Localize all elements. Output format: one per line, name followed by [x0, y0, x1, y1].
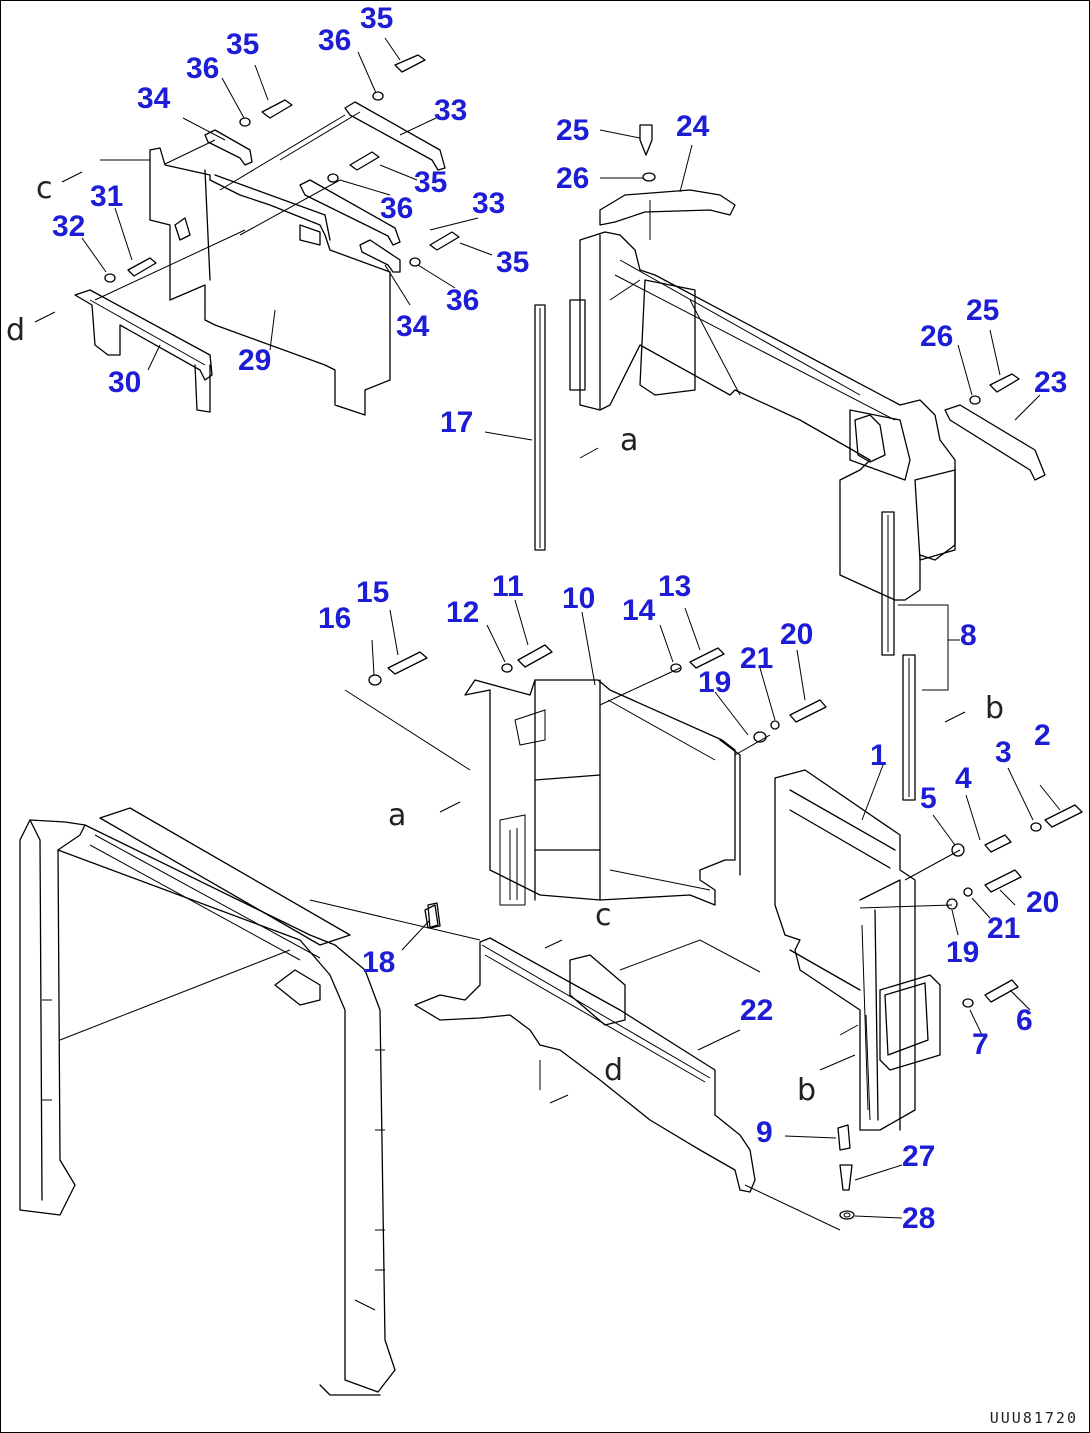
bracket-22: [414, 937, 756, 1193]
callout-13: 13: [658, 570, 691, 603]
callout-35: 35: [496, 246, 529, 279]
callout-33: 33: [434, 94, 467, 127]
callout-36: 36: [318, 24, 351, 57]
callout-29: 29: [238, 344, 271, 377]
cover-29: [149, 147, 391, 416]
callout-24: 24: [676, 110, 710, 143]
callout-25: 25: [966, 294, 999, 327]
part-callouts: 35 36 35 36 34 33 35 36 33 35 36 34 31 3…: [52, 2, 1067, 1235]
hardware: [34, 54, 1083, 1220]
callout-30: 30: [108, 366, 141, 399]
rops-frame: [19, 807, 396, 1396]
callout-20: 20: [1026, 886, 1059, 919]
bracket-34-lower: [359, 239, 401, 273]
callout-22: 22: [740, 994, 773, 1027]
bracket-24: [599, 189, 736, 240]
callout-19: 19: [698, 666, 731, 699]
bracket-23: [944, 404, 1046, 481]
ref-d-top: d: [6, 313, 25, 348]
callout-21: 21: [740, 642, 773, 675]
callout-12: 12: [446, 596, 479, 629]
callout-31: 31: [90, 180, 123, 213]
ref-c-mid: c: [595, 898, 612, 933]
connection-refs: c d a a b b c d: [6, 171, 1004, 1108]
ref-a-mid: a: [388, 798, 406, 833]
callout-16: 16: [318, 602, 351, 635]
callout-25: 25: [556, 114, 589, 147]
callout-11: 11: [492, 570, 524, 603]
ref-b-top: b: [985, 691, 1004, 726]
ref-a-top: a: [620, 423, 638, 458]
seal-8: [881, 511, 916, 801]
callout-6: 6: [1016, 1004, 1033, 1037]
callout-15: 15: [356, 576, 389, 609]
upper-rear-panel: [569, 231, 956, 601]
callout-28: 28: [902, 1202, 935, 1235]
callout-1: 1: [870, 739, 887, 772]
callout-9: 9: [756, 1116, 773, 1149]
callout-36: 36: [446, 284, 479, 317]
callout-21: 21: [987, 912, 1020, 945]
leader-lines: [59, 37, 1061, 1231]
ref-b-mid: b: [797, 1073, 816, 1108]
callout-26: 26: [920, 320, 953, 353]
callout-7: 7: [972, 1028, 989, 1061]
callout-32: 32: [52, 210, 85, 243]
callout-35: 35: [226, 28, 259, 61]
ref-d-mid: d: [604, 1053, 623, 1088]
bracket-34-upper: [204, 129, 253, 166]
callout-5: 5: [920, 782, 937, 815]
callout-35: 35: [414, 166, 447, 199]
callout-36: 36: [186, 52, 219, 85]
panel-10: [424, 679, 741, 929]
callout-2: 2: [1034, 719, 1051, 752]
seal-17: [534, 304, 546, 551]
callout-8: 8: [960, 619, 977, 652]
callout-18: 18: [362, 946, 395, 979]
callout-36: 36: [380, 192, 413, 225]
callout-27: 27: [902, 1140, 935, 1173]
callout-19: 19: [946, 936, 979, 969]
bracket-33-upper: [344, 101, 446, 171]
drawing-code: UUU81720: [989, 1409, 1078, 1427]
callout-35: 35: [360, 2, 393, 35]
callout-23: 23: [1034, 366, 1067, 399]
callout-14: 14: [622, 594, 656, 627]
callout-3: 3: [995, 736, 1012, 769]
ref-c-top: c: [36, 171, 53, 206]
callout-17: 17: [440, 406, 473, 439]
callout-26: 26: [556, 162, 589, 195]
callout-10: 10: [562, 582, 595, 615]
callout-33: 33: [472, 187, 505, 220]
callout-20: 20: [780, 618, 813, 651]
callout-34: 34: [137, 82, 171, 115]
callout-34: 34: [396, 310, 430, 343]
panel-1: [774, 769, 941, 1131]
callout-4: 4: [955, 762, 972, 795]
bracket-30: [74, 289, 213, 413]
bracket-33-lower: [299, 179, 401, 246]
